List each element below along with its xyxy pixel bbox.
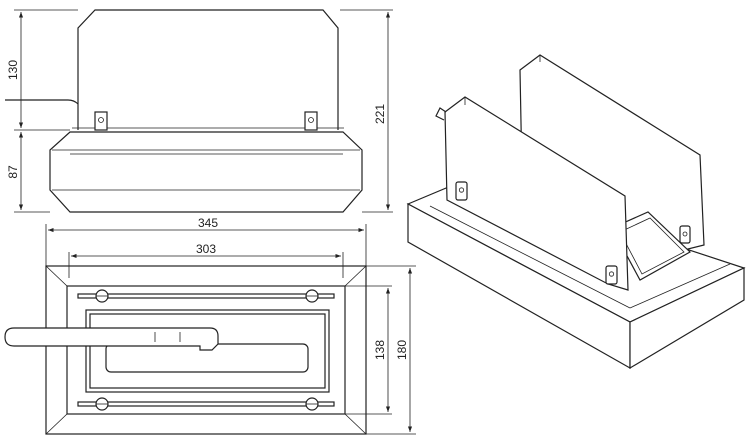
dim-outer-depth: 180: [395, 340, 409, 360]
iso-bracket: [679, 225, 691, 244]
dim-inner-depth: 138: [373, 340, 387, 360]
iso-base-front: [629, 267, 745, 370]
screw-icon: [305, 289, 319, 303]
front-base: [49, 131, 363, 213]
front-cable: [5, 99, 79, 105]
front-panel: [77, 9, 339, 130]
top-inner-frame: [66, 285, 346, 415]
iso-bracket: [455, 181, 468, 201]
dim-inner-width: 303: [196, 242, 216, 256]
screw-icon: [95, 397, 109, 411]
front-bracket-right: [304, 111, 318, 131]
iso-cable: [435, 107, 447, 121]
dim-total-height-label: 221: [373, 104, 387, 124]
top-handle: [4, 327, 219, 351]
top-rail-lower: [77, 401, 335, 407]
dim-depth: [345, 265, 416, 435]
screw-icon: [305, 397, 319, 411]
dim-outer-width: 345: [198, 216, 218, 230]
top-inner-well: [85, 309, 330, 393]
dim-panel-height: 130: [6, 60, 20, 80]
dim-horizontal: [45, 224, 367, 278]
iso-bracket: [605, 265, 618, 285]
isometric-view: [406, 54, 746, 370]
dim-base-height: 87: [6, 165, 20, 179]
front-view: [5, 9, 363, 213]
screw-icon: [95, 289, 109, 303]
top-outer-frame: [45, 265, 367, 435]
dim-total-height: [340, 9, 393, 213]
dim-left-vertical: [14, 9, 78, 213]
top-view: [4, 265, 367, 435]
top-rail-upper: [77, 293, 335, 299]
iso-well: [611, 211, 692, 281]
front-bracket-left: [94, 111, 108, 131]
